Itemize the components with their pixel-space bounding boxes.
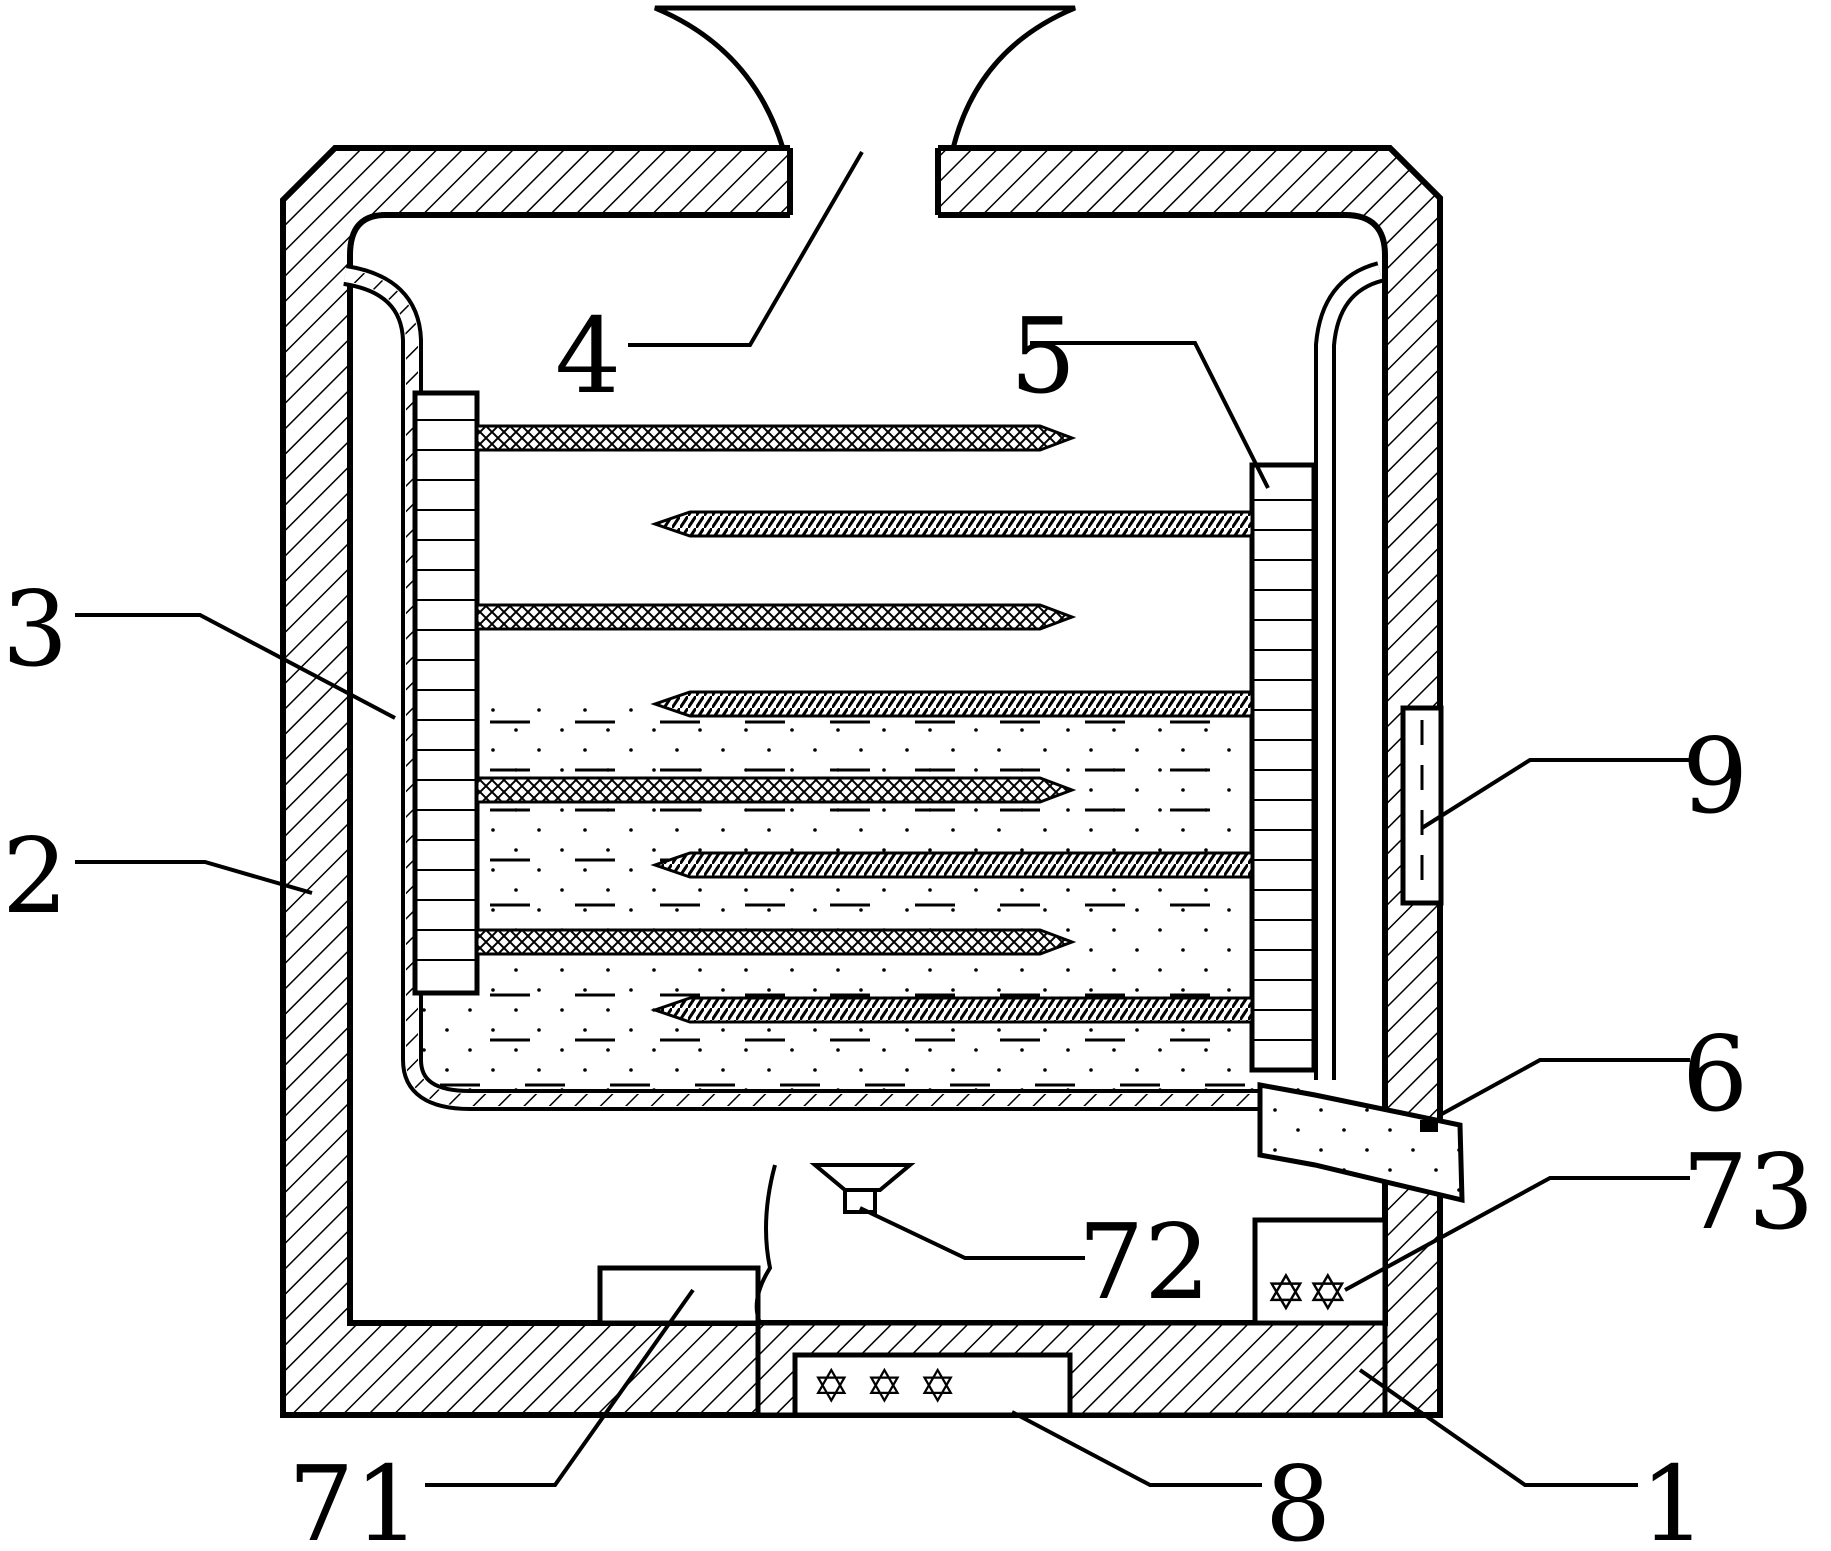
label-4: 4: [555, 295, 621, 417]
leader-2: [75, 860, 313, 895]
side-window: [1400, 705, 1444, 906]
leader-lines: [75, 150, 1690, 1487]
leader-71: [425, 1288, 695, 1487]
left-electrode-plate: [412, 390, 480, 996]
motor-unit: [597, 1164, 777, 1326]
leader-9: [1420, 758, 1690, 830]
outer-housing: [280, 140, 1443, 1418]
right-rod-2: [650, 690, 1254, 718]
label-2: 2: [2, 815, 68, 937]
label-3: 3: [2, 568, 68, 690]
leader-8: [1011, 1410, 1262, 1487]
label-6: 6: [1682, 1013, 1748, 1135]
leader-5: [1030, 341, 1270, 489]
svg-text:✡✡: ✡✡: [1265, 1264, 1349, 1322]
right-rod-3: [650, 851, 1254, 879]
label-73: 73: [1682, 1131, 1814, 1253]
nozzle: [809, 1163, 916, 1214]
left-rod-2: [475, 603, 1077, 631]
label-9: 9: [1682, 715, 1748, 837]
label-8: 8: [1265, 1443, 1331, 1551]
leader-73: [1344, 1176, 1690, 1292]
right-electrode-plate: [1249, 462, 1317, 1073]
inner-vessel: [343, 261, 1384, 1111]
part-labels: 4 5 3 2 9 6 73 72 71 8 1: [2, 295, 1814, 1551]
leader-72: [859, 1206, 1085, 1260]
bottom-element: ✡ ✡ ✡: [792, 1352, 1073, 1418]
label-72: 72: [1078, 1201, 1210, 1323]
component-73: ✡✡: [1252, 1217, 1388, 1326]
leader-3: [75, 613, 396, 720]
right-rod-4: [650, 996, 1254, 1024]
leader-1: [1358, 1368, 1638, 1487]
label-5: 5: [1010, 295, 1076, 417]
leader-4: [628, 150, 864, 347]
outlet-pipe: [1257, 1082, 1465, 1204]
left-electrode-rods: [475, 424, 1077, 956]
label-1: 1: [1640, 1443, 1706, 1551]
left-rod-4: [475, 928, 1077, 956]
left-rod-1: [475, 424, 1077, 452]
label-71: 71: [288, 1443, 420, 1551]
right-electrode-rods: [650, 510, 1254, 1024]
left-rod-3: [475, 776, 1077, 804]
right-rod-1: [650, 510, 1254, 538]
svg-text:✡ ✡ ✡: ✡ ✡ ✡: [812, 1359, 957, 1413]
leader-6: [1439, 1058, 1690, 1117]
